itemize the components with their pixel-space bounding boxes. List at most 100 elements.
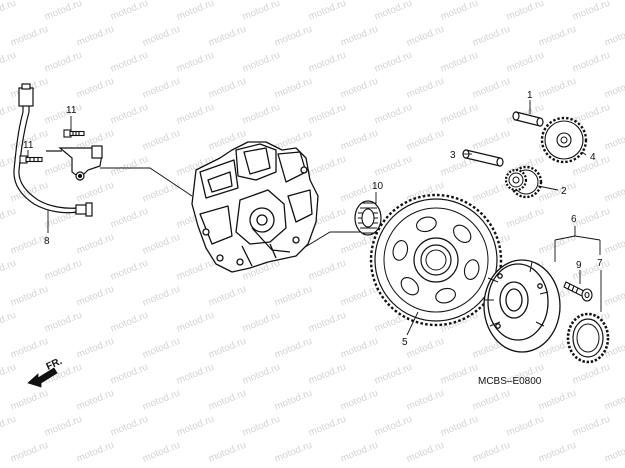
watermark-text: motod.ru bbox=[471, 440, 512, 465]
watermark-text: motod.ru bbox=[273, 284, 314, 309]
watermark-text: motod.ru bbox=[109, 50, 150, 75]
watermark-text: motod.ru bbox=[571, 50, 612, 75]
watermark-text: motod.ru bbox=[109, 154, 150, 179]
watermark-text: motod.ru bbox=[43, 258, 84, 283]
callout-3: 3 bbox=[450, 150, 456, 161]
sensor-harness bbox=[13, 83, 103, 217]
gear-hole bbox=[453, 224, 472, 243]
watermark-text: motod.ru bbox=[9, 388, 50, 413]
watermark-text: motod.ru bbox=[471, 76, 512, 101]
watermark-text: motod.ru bbox=[537, 76, 578, 101]
watermark-text: motod.ru bbox=[109, 0, 150, 23]
callout-2: 2 bbox=[561, 186, 567, 197]
watermark-text: motod.ru bbox=[373, 154, 414, 179]
watermark-text: motod.ru bbox=[0, 206, 18, 231]
watermark-text: motod.ru bbox=[537, 180, 578, 205]
watermark-text: motod.ru bbox=[571, 414, 612, 439]
watermark-text: motod.ru bbox=[603, 180, 625, 205]
watermark-text: motod.ru bbox=[75, 76, 116, 101]
watermark-text: motod.ru bbox=[603, 128, 625, 153]
callout-11-lower: 11 bbox=[23, 140, 34, 151]
callout-1: 1 bbox=[527, 90, 533, 101]
idle-shaft-1 bbox=[512, 111, 544, 127]
watermark-text: motod.ru bbox=[43, 0, 84, 23]
watermark-text: motod.ru bbox=[75, 388, 116, 413]
watermark-text: motod.ru bbox=[43, 102, 84, 127]
watermark-text: motod.ru bbox=[307, 154, 348, 179]
watermark-text: motod.ru bbox=[405, 76, 446, 101]
watermark-text: motod.ru bbox=[471, 388, 512, 413]
idle-gear-4 bbox=[540, 116, 588, 164]
watermark-text: motod.ru bbox=[241, 0, 282, 23]
watermark-text: motod.ru bbox=[207, 76, 248, 101]
one-way-clutch-7 bbox=[566, 312, 610, 364]
watermark-text: motod.ru bbox=[241, 50, 282, 75]
gear-hole bbox=[400, 277, 419, 296]
watermark-text: motod.ru bbox=[141, 180, 182, 205]
watermark-text: motod.ru bbox=[505, 206, 546, 231]
watermark-text: motod.ru bbox=[141, 440, 182, 465]
watermark-text: motod.ru bbox=[0, 0, 18, 23]
watermark-text: motod.ru bbox=[273, 388, 314, 413]
bolt-11-upper bbox=[63, 129, 85, 138]
watermark-text: motod.ru bbox=[307, 102, 348, 127]
callout-10: 10 bbox=[372, 181, 384, 192]
watermark-text: motod.ru bbox=[75, 284, 116, 309]
drawing-code: MCBS–E0800 bbox=[478, 376, 542, 387]
watermark-text: motod.ru bbox=[43, 50, 84, 75]
watermark-text: motod.ru bbox=[339, 128, 380, 153]
watermark-text: motod.ru bbox=[439, 0, 480, 23]
watermark-text: motod.ru bbox=[75, 24, 116, 49]
watermark-text: motod.ru bbox=[339, 76, 380, 101]
watermark-text: motod.ru bbox=[9, 336, 50, 361]
watermark-text: motod.ru bbox=[603, 284, 625, 309]
watermark-text: motod.ru bbox=[373, 0, 414, 23]
watermark-text: motod.ru bbox=[571, 206, 612, 231]
watermark-text: motod.ru bbox=[175, 414, 216, 439]
watermark-text: motod.ru bbox=[141, 388, 182, 413]
watermark-text: motod.ru bbox=[109, 362, 150, 387]
watermark-text: motod.ru bbox=[109, 414, 150, 439]
watermark-text: motod.ru bbox=[241, 414, 282, 439]
gear-hole bbox=[416, 216, 437, 233]
watermark-text: motod.ru bbox=[307, 310, 348, 335]
watermark-text: motod.ru bbox=[307, 414, 348, 439]
callout-4: 4 bbox=[590, 152, 596, 163]
watermark-text: motod.ru bbox=[207, 24, 248, 49]
watermark-text: motod.ru bbox=[307, 50, 348, 75]
watermark-text: motod.ru bbox=[207, 388, 248, 413]
callout-7: 7 bbox=[597, 258, 603, 269]
watermark-text: motod.ru bbox=[339, 284, 380, 309]
watermark-text: motod.ru bbox=[405, 388, 446, 413]
watermark-text: motod.ru bbox=[75, 232, 116, 257]
watermark-text: motod.ru bbox=[537, 440, 578, 465]
watermark-text: motod.ru bbox=[603, 232, 625, 257]
watermark-text: motod.ru bbox=[75, 180, 116, 205]
watermark-text: motod.ru bbox=[0, 258, 18, 283]
watermark-text: motod.ru bbox=[603, 24, 625, 49]
watermark-text: motod.ru bbox=[603, 440, 625, 465]
watermark-text: motod.ru bbox=[141, 128, 182, 153]
watermark-text: motod.ru bbox=[141, 284, 182, 309]
watermark-text: motod.ru bbox=[0, 310, 18, 335]
watermark-text: motod.ru bbox=[339, 388, 380, 413]
watermark-text: motod.ru bbox=[141, 232, 182, 257]
watermark-text: motod.ru bbox=[373, 102, 414, 127]
watermark-text: motod.ru bbox=[175, 102, 216, 127]
watermark-text: motod.ru bbox=[537, 232, 578, 257]
gear-hole bbox=[392, 240, 409, 261]
watermark-text: motod.ru bbox=[505, 414, 546, 439]
watermark-text: motod.ru bbox=[273, 76, 314, 101]
watermark-text: motod.ru bbox=[603, 76, 625, 101]
watermark-text: motod.ru bbox=[307, 258, 348, 283]
front-arrow-icon bbox=[27, 367, 58, 388]
watermark-text: motod.ru bbox=[537, 388, 578, 413]
watermark-text: motod.ru bbox=[175, 0, 216, 23]
callout-5: 5 bbox=[402, 337, 408, 348]
watermark-text: motod.ru bbox=[439, 414, 480, 439]
clutch-bolt-9 bbox=[563, 281, 593, 302]
watermark-text: motod.ru bbox=[339, 440, 380, 465]
engine-crankcase bbox=[191, 141, 319, 273]
watermark-text: motod.ru bbox=[405, 24, 446, 49]
watermark-text: motod.ru bbox=[207, 284, 248, 309]
